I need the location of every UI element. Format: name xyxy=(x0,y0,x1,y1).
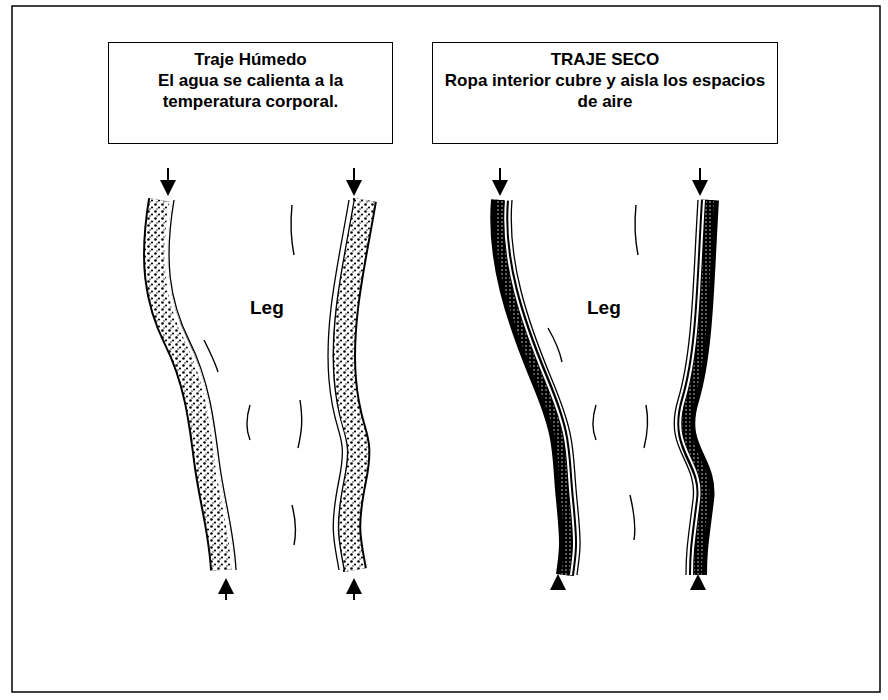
leg-outline xyxy=(204,205,648,545)
leg-label: Leg xyxy=(248,297,286,319)
box-body: El agua se calienta a la temperatura cor… xyxy=(119,70,382,112)
box-heading: TRAJE SECO xyxy=(443,49,767,70)
dry-suit xyxy=(499,200,710,575)
flow-arrows xyxy=(168,168,700,600)
wet-suit xyxy=(155,200,365,570)
box-body: Ropa interior cubre y aisla los espacios… xyxy=(443,70,767,112)
leg-label: Leg xyxy=(585,297,623,319)
caption-box: Traje HúmedoEl agua se calienta a la tem… xyxy=(108,42,393,144)
caption-box: TRAJE SECORopa interior cubre y aisla lo… xyxy=(432,42,778,144)
box-heading: Traje Húmedo xyxy=(119,49,382,70)
outer-frame xyxy=(12,6,880,692)
